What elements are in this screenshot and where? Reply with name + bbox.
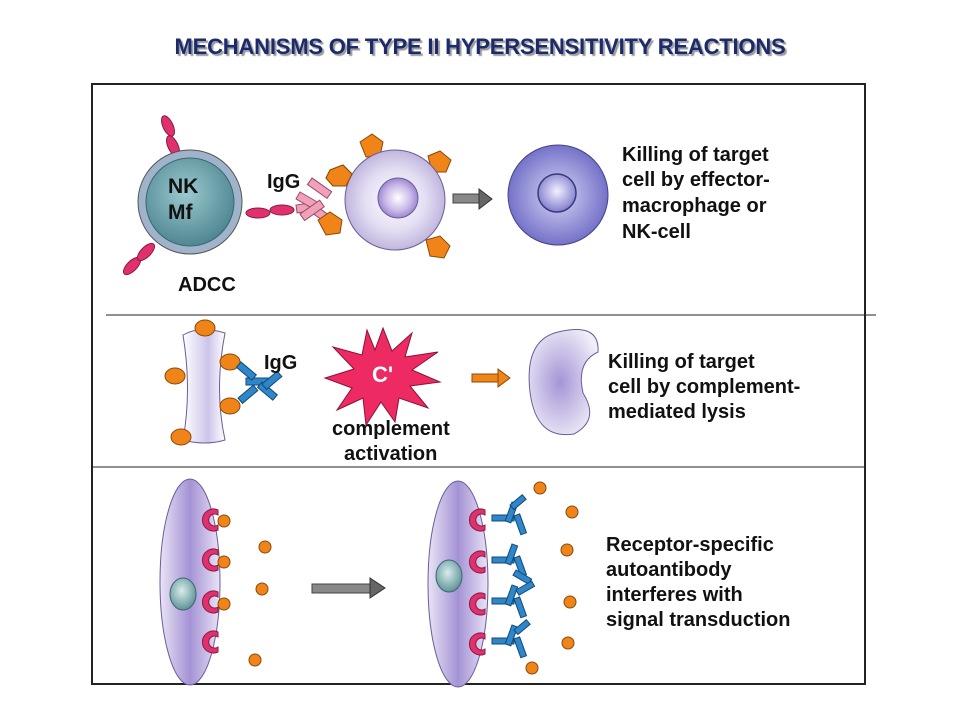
arrow-icon: [452, 187, 493, 211]
arrow-icon: [471, 368, 511, 388]
ligand-group: [217, 514, 272, 667]
effector-label-nk: NK: [168, 175, 198, 198]
arrow-icon: [311, 577, 386, 599]
receptor-cell-nucleus: [169, 577, 197, 611]
adcc-description: Killing of target cell by effector- macr…: [622, 144, 775, 243]
antigen-group: [164, 319, 241, 446]
igg-label: IgG: [267, 171, 300, 193]
ligand-group: [525, 481, 579, 675]
complement-label: C': [372, 362, 393, 387]
igg-label: IgG: [264, 352, 297, 374]
killed-cell-nucleus: [537, 173, 577, 213]
panel-adcc: NK Mf IgG AD: [122, 115, 775, 296]
autoantibody-group: [491, 494, 536, 659]
complement-burst: [323, 326, 442, 427]
receptor-description: Receptor-specific autoantibody interfere…: [606, 534, 790, 631]
receptor-cell-nucleus: [435, 559, 463, 593]
receptor-group: [201, 508, 219, 654]
igg-antibody-blue: [235, 361, 283, 405]
panel-complement: IgG C' complement activation Killing of …: [164, 319, 806, 465]
effector-label-mf: Mf: [168, 201, 193, 224]
page-title: MECHANISMS OF TYPE II HYPERSENSITIVITY R…: [174, 34, 786, 59]
adcc-label: ADCC: [178, 274, 236, 296]
complement-activation-label: complement activation: [332, 418, 455, 465]
target-nucleus: [377, 177, 419, 219]
lysed-cell: [528, 329, 599, 436]
receptor-group: [468, 508, 486, 656]
complement-description: Killing of target cell by complement- me…: [608, 351, 806, 423]
target-cell: [182, 329, 226, 444]
panel-receptor: Receptor-specific autoantibody interfere…: [159, 478, 790, 688]
diagram-frame: [91, 83, 866, 685]
effector-nucleus: [145, 157, 235, 247]
